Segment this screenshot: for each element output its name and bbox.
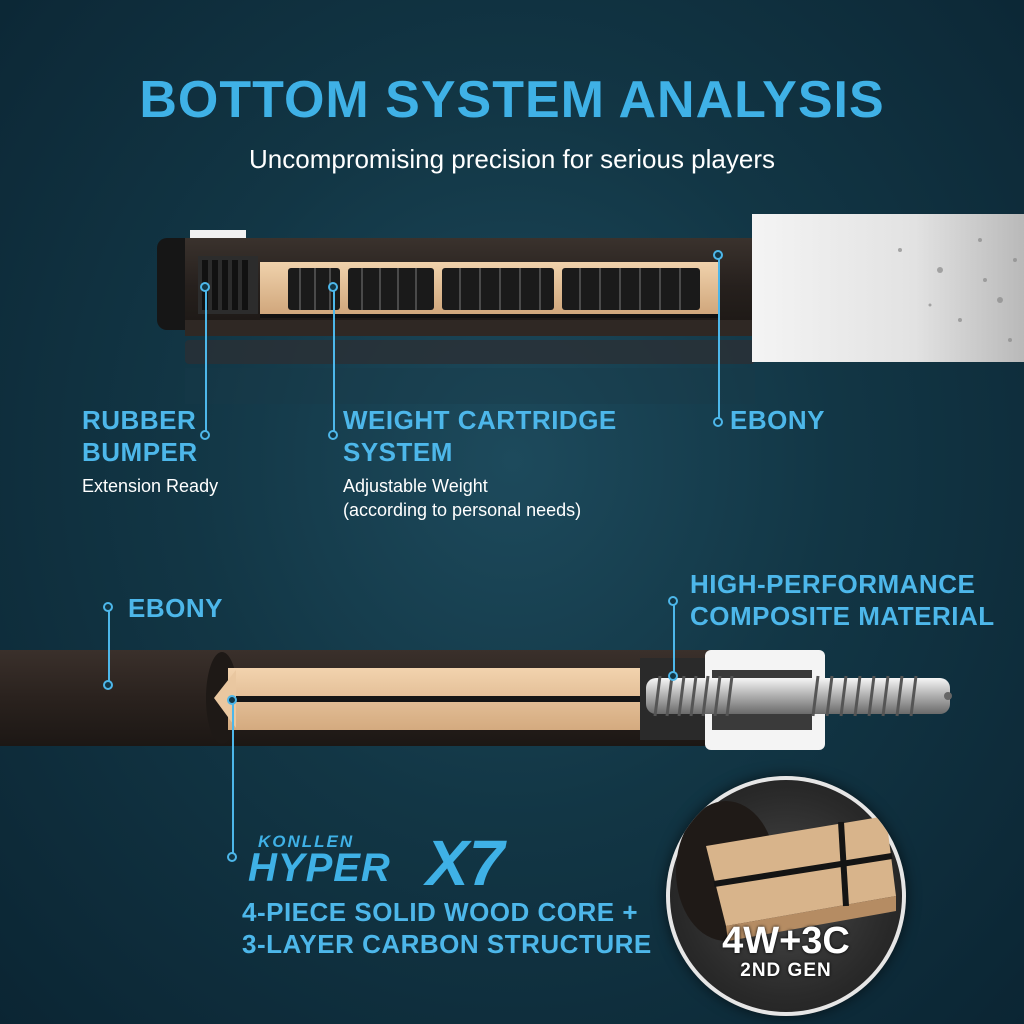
wrap-speckles bbox=[898, 238, 1017, 342]
page-subtitle: Uncompromising precision for serious pla… bbox=[249, 144, 775, 174]
butt-cutaway-illustration bbox=[157, 214, 1024, 404]
rubber-bumper-dot-bottom bbox=[200, 430, 210, 440]
weight-cartridge-note-line2: (according to personal needs) bbox=[343, 500, 582, 520]
composite-label: HIGH-PERFORMANCE COMPOSITE MATERIAL bbox=[690, 568, 995, 632]
wood-core-dot-top bbox=[227, 695, 237, 705]
composite-dot-bottom bbox=[668, 671, 678, 681]
badge-gen-text: 2ND GEN bbox=[740, 960, 832, 981]
core-closeup-illustration bbox=[676, 801, 896, 941]
brand-model: X7 bbox=[426, 827, 505, 899]
butt-reflection bbox=[185, 340, 755, 364]
weight-cartridge-leader bbox=[333, 288, 335, 434]
composite-label-line2: COMPOSITE MATERIAL bbox=[690, 601, 995, 631]
leather-wrap bbox=[752, 214, 1024, 362]
composite-leader bbox=[673, 600, 675, 676]
rubber-bumper-label-line1: RUBBER bbox=[82, 405, 197, 435]
core-description-line2: 3-LAYER CARBON STRUCTURE bbox=[242, 929, 652, 959]
weight-cartridge-dot-top bbox=[328, 282, 338, 292]
weight-cartridge-label-line1: WEIGHT CARTRIDGE bbox=[343, 405, 617, 435]
ebony-top-label: EBONY bbox=[730, 405, 825, 435]
composite-dot-top bbox=[668, 596, 678, 606]
weight-cartridge-note: Adjustable Weight (according to personal… bbox=[343, 474, 581, 522]
rubber-bumper-note: Extension Ready bbox=[82, 476, 219, 496]
wood-core-leader bbox=[232, 700, 234, 856]
ebony-top-dot-bottom bbox=[713, 417, 723, 427]
ebony-top-leader bbox=[718, 256, 720, 422]
weight-cartridge-note-line1: Adjustable Weight bbox=[343, 476, 488, 496]
brand-logo: KONLLEN HYPER X7 bbox=[248, 827, 578, 899]
rubber-bumper-label: RUBBER BUMPER bbox=[82, 404, 198, 468]
badge-main-text: 4W+3C bbox=[722, 920, 850, 962]
weight-cartridge-label: WEIGHT CARTRIDGE SYSTEM bbox=[343, 404, 617, 468]
ebony-top-dot-top bbox=[713, 250, 723, 260]
brand-name-top: KONLLEN bbox=[258, 832, 355, 851]
ebony-bottom-leader bbox=[108, 608, 110, 684]
wood-core-dot-bottom bbox=[227, 852, 237, 862]
core-description-line1: 4-PIECE SOLID WOOD CORE + bbox=[242, 897, 639, 927]
weight-cartridges bbox=[288, 268, 700, 310]
joint-cutaway-illustration bbox=[0, 650, 952, 750]
ebony-bottom-dot-top bbox=[103, 602, 113, 612]
core-closeup-badge: 4W+3C 2ND GEN bbox=[666, 776, 906, 1016]
page-title: BOTTOM SYSTEM ANALYSIS bbox=[139, 71, 885, 129]
weight-cartridge-dot-bottom bbox=[328, 430, 338, 440]
weight-cartridge-label-line2: SYSTEM bbox=[343, 437, 453, 467]
brand-name-main: HYPER bbox=[248, 846, 391, 890]
rubber-bumper-dot-top bbox=[200, 282, 210, 292]
rubber-bumper-label-line2: BUMPER bbox=[82, 437, 198, 467]
rubber-bumper-leader bbox=[205, 288, 207, 434]
composite-label-line1: HIGH-PERFORMANCE bbox=[690, 569, 976, 599]
core-description: 4-PIECE SOLID WOOD CORE + 3-LAYER CARBON… bbox=[242, 896, 652, 960]
ebony-bottom-label: EBONY bbox=[128, 593, 223, 623]
ebony-bottom-dot-bottom bbox=[103, 680, 113, 690]
